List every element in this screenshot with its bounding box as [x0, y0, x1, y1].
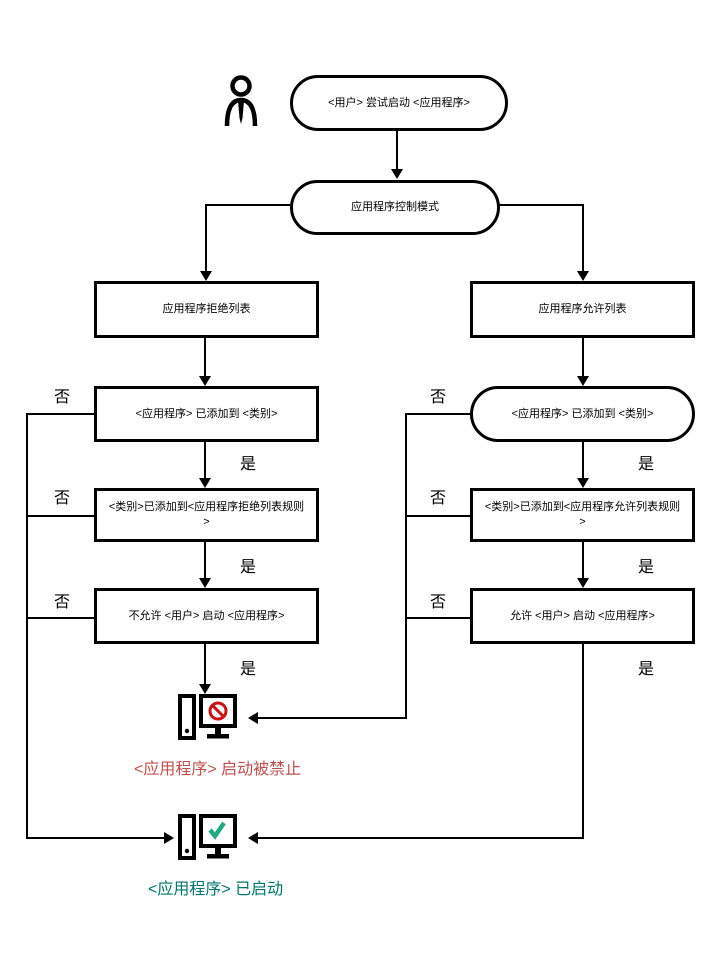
user-icon — [224, 75, 258, 127]
denylist-rule-node: <类别>已添加到<应用程序拒绝列表规则> — [94, 488, 319, 542]
flow-line — [582, 644, 584, 839]
flow-line — [582, 542, 584, 578]
allowlist-header-node: 应用程序允许列表 — [470, 281, 695, 338]
start-node: <用户> 尝试启动 <应用程序> — [290, 75, 508, 131]
flow-line — [405, 413, 407, 719]
flow-line — [204, 542, 206, 578]
denylist-action-node: 不允许 <用户> 启动 <应用程序> — [94, 588, 319, 644]
blocked-outcome-text: <应用程序> 启动被禁止 — [134, 761, 302, 778]
yes-label: 是 — [638, 661, 655, 678]
mode-node: 应用程序控制模式 — [290, 180, 500, 235]
flow-line — [582, 442, 584, 478]
yes-label: 是 — [240, 661, 257, 678]
arrowhead — [199, 684, 211, 694]
no-label: 否 — [54, 594, 71, 611]
yes-label: 是 — [638, 559, 655, 576]
computer-started-icon — [178, 814, 237, 860]
flow-line — [26, 617, 94, 619]
started-outcome-text: <应用程序> 已启动 — [148, 881, 284, 898]
no-label: 否 — [430, 490, 447, 507]
no-label: 否 — [430, 389, 447, 406]
yes-label: 是 — [240, 559, 257, 576]
flow-line — [498, 204, 584, 206]
arrowhead — [164, 832, 174, 844]
flow-line — [26, 837, 164, 839]
denylist-header-node: 应用程序拒绝列表 — [94, 281, 319, 338]
flow-line — [258, 837, 584, 839]
allowlist-rule-node: <类别>已添加到<应用程序允许列表规则> — [470, 488, 695, 542]
arrowhead — [200, 271, 212, 281]
arrowhead — [577, 478, 589, 488]
arrowhead — [577, 376, 589, 386]
flow-line — [405, 617, 473, 619]
no-label: 否 — [54, 490, 71, 507]
denylist-category-node: <应用程序> 已添加到 <类别> — [94, 386, 319, 442]
arrowhead — [391, 169, 403, 179]
flow-line — [204, 338, 206, 376]
arrowhead — [248, 832, 258, 844]
computer-blocked-icon — [178, 694, 237, 740]
flow-line — [205, 204, 207, 271]
yes-label: 是 — [638, 456, 655, 473]
flow-line — [258, 717, 407, 719]
arrowhead — [199, 578, 211, 588]
flow-line — [396, 131, 398, 169]
allowlist-action-node: 允许 <用户> 启动 <应用程序> — [470, 588, 695, 644]
flow-line — [405, 515, 473, 517]
flow-line — [204, 442, 206, 478]
no-label: 否 — [430, 594, 447, 611]
flow-line — [26, 413, 28, 839]
arrowhead — [199, 478, 211, 488]
allowlist-category-node: <应用程序> 已添加到 <类别> — [470, 386, 695, 442]
flow-line — [405, 413, 473, 415]
flow-line — [582, 204, 584, 271]
arrowhead — [199, 376, 211, 386]
arrowhead — [577, 271, 589, 281]
flow-line — [26, 515, 94, 517]
flow-line — [582, 338, 584, 376]
flow-line — [206, 204, 290, 206]
flow-line — [26, 413, 94, 415]
arrowhead — [248, 712, 258, 724]
no-label: 否 — [54, 389, 71, 406]
yes-label: 是 — [240, 456, 257, 473]
arrowhead — [577, 578, 589, 588]
flow-line — [204, 644, 206, 684]
